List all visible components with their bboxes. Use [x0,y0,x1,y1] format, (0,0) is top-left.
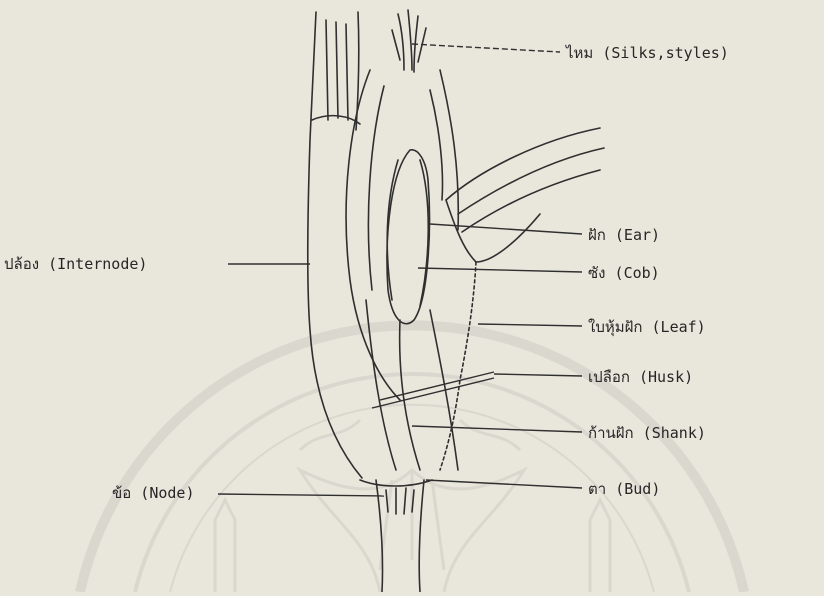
corn-stalk-drawing [308,10,604,592]
label-ear: ฝัก (Ear) [588,226,660,244]
label-cob: ซัง (Cob) [588,264,660,282]
leader-silks [412,44,560,52]
seal-watermark [80,325,744,592]
label-node: ข้อ (Node) [112,484,194,502]
leader-lines [218,44,582,496]
leader-husk-b [372,378,494,408]
label-bud: ตา (Bud) [588,480,660,498]
label-husk: เปลือก (Husk) [588,368,693,386]
label-leaf: ใบหุ้มฝัก (Leaf) [588,318,706,336]
leader-node [218,494,384,496]
leader-ear [430,224,582,234]
leader-cob [418,268,582,272]
label-shank: ก้านฝัก (Shank) [588,424,706,442]
leader-husk [494,374,582,376]
leader-shank [412,426,582,432]
leader-leaf [478,324,582,326]
label-silks: ไหม (Silks,styles) [566,44,729,62]
label-internode: ปล้อง (Internode) [4,255,147,273]
